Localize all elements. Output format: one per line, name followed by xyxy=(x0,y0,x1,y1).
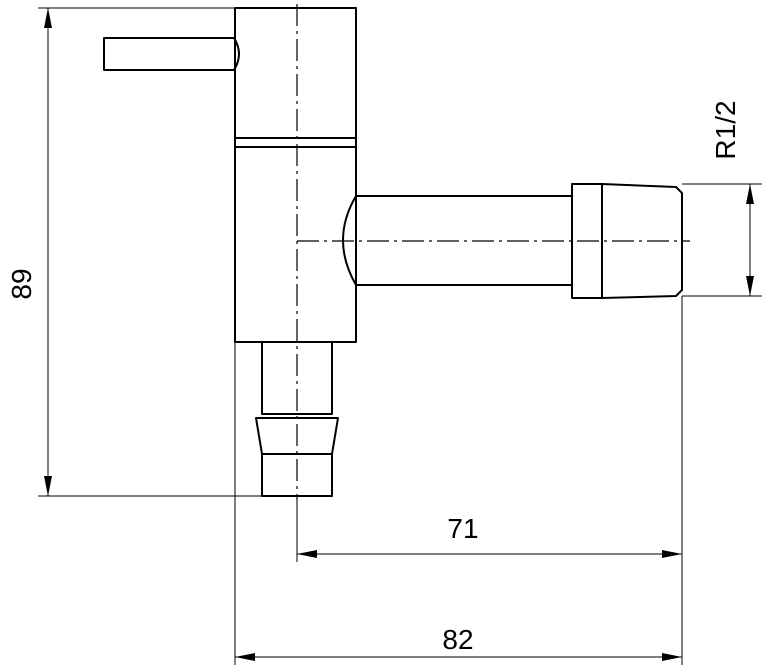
spout-junction-curve xyxy=(342,195,357,286)
height-dimension-label: 89 xyxy=(6,268,37,299)
thread-connector-taper xyxy=(601,183,683,299)
thread-arrow-top xyxy=(746,184,754,204)
hose-outlet-stem xyxy=(261,341,333,415)
offset-arrow-left xyxy=(297,550,317,558)
thread-arrow-bottom xyxy=(746,276,754,296)
thread-dimension-label: R1/2 xyxy=(710,100,741,159)
offset-dimension-label: 71 xyxy=(447,513,478,544)
upper-body xyxy=(234,7,357,139)
height-arrow-top xyxy=(44,8,52,28)
offset-arrow-right xyxy=(662,550,682,558)
handle-lever xyxy=(103,37,240,71)
lower-body xyxy=(234,137,357,343)
width-arrow-left xyxy=(235,653,255,661)
width-arrow-right xyxy=(662,653,682,661)
width-dimension-label: 82 xyxy=(442,624,473,655)
height-arrow-bottom xyxy=(44,476,52,496)
